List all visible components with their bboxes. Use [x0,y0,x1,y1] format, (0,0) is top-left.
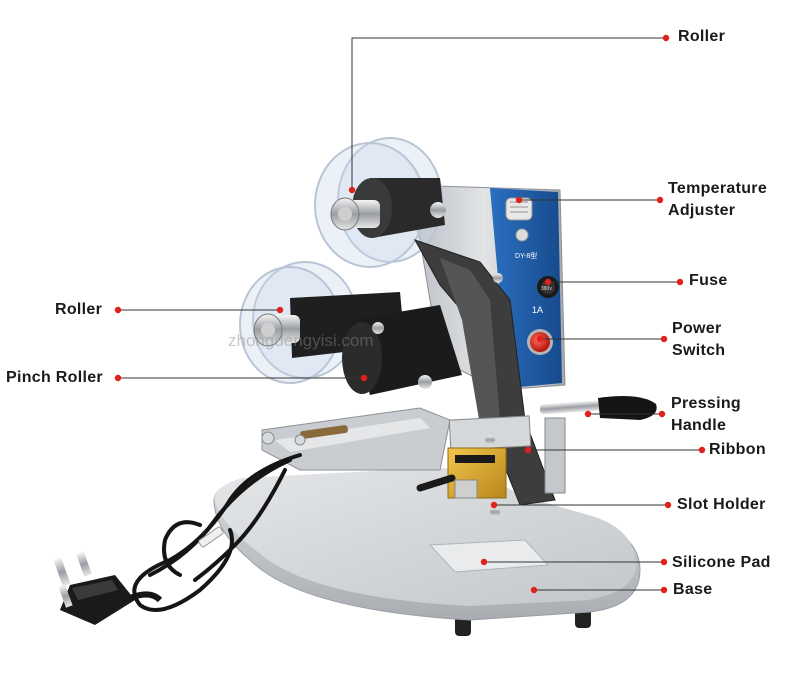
leader-dot-fuse-1 [676,278,684,286]
label-silicone-pad: Silicone Pad [672,554,771,571]
callout-leader-lines [114,34,706,594]
leader-dot-pressing-handle-0 [584,410,592,418]
leader-dot-temperature-1 [656,196,664,204]
leader-dot-fuse-0 [544,278,552,286]
watermark-text: zhongdengyisi.com [228,331,374,350]
label-power-line1: Power [672,320,722,337]
leader-dot-pinch-roller-1 [360,374,368,382]
leader-dot-temperature-0 [515,196,523,204]
label-temperature-line1: Temperature [668,180,768,197]
label-fuse: Fuse [689,272,728,289]
label-pinch-roller: Pinch Roller [6,369,103,386]
leader-dot-slot-holder-1 [664,501,672,509]
label-roller-left: Roller [55,301,103,318]
leader-dot-base-1 [660,586,668,594]
label-temperature-adjuster: Temperature Adjuster [668,178,767,222]
leader-dot-pressing-handle-1 [658,410,666,418]
label-slot-holder: Slot Holder [677,496,766,513]
label-ribbon: Ribbon [709,441,766,458]
label-pressing-handle: Pressing Handle [671,393,741,437]
leader-dot-ribbon-0 [524,446,532,454]
label-roller-top: Roller [678,28,726,45]
label-power-line2: Switch [672,342,726,359]
leader-dot-slot-holder-0 [490,501,498,509]
pinch-roller-cylinder [342,305,462,395]
leader-dot-base-0 [530,586,538,594]
panel-fuse-rating-text: 1A [532,305,543,315]
leader-dot-roller-top-0 [348,186,356,194]
leader-dot-roller-top-1 [662,34,670,42]
leader-dot-roller-left-0 [114,306,122,314]
label-power-switch: Power Switch [672,318,725,362]
label-temperature-line2: Adjuster [668,202,736,219]
cable-tie [198,526,224,548]
temperature-knob[interactable] [505,197,533,242]
lower-frame [261,407,451,471]
leader-dot-pinch-roller-0 [114,374,122,382]
leader-line-roller-top [351,37,666,190]
label-handle-line1: Pressing [671,395,741,412]
fuse-cap-text: 380v [541,286,552,292]
leader-dot-ribbon-1 [698,446,706,454]
top-roller [314,137,446,268]
label-base: Base [673,581,713,598]
leader-dot-power-switch-0 [536,335,544,343]
leader-dot-power-switch-1 [660,335,668,343]
label-handle-line2: Handle [671,417,727,434]
pressing-handle-rod[interactable] [540,396,657,420]
leader-dot-silicone-pad-1 [660,558,668,566]
slot-holder-head [416,415,566,517]
leader-dot-silicone-pad-0 [480,558,488,566]
leader-dot-roller-left-1 [276,306,284,314]
panel-model-text: DY-8型 [515,251,537,260]
base-plate [213,467,641,636]
silicone-pad-shape [428,539,550,573]
power-cable [132,453,302,612]
power-plug [53,551,163,625]
